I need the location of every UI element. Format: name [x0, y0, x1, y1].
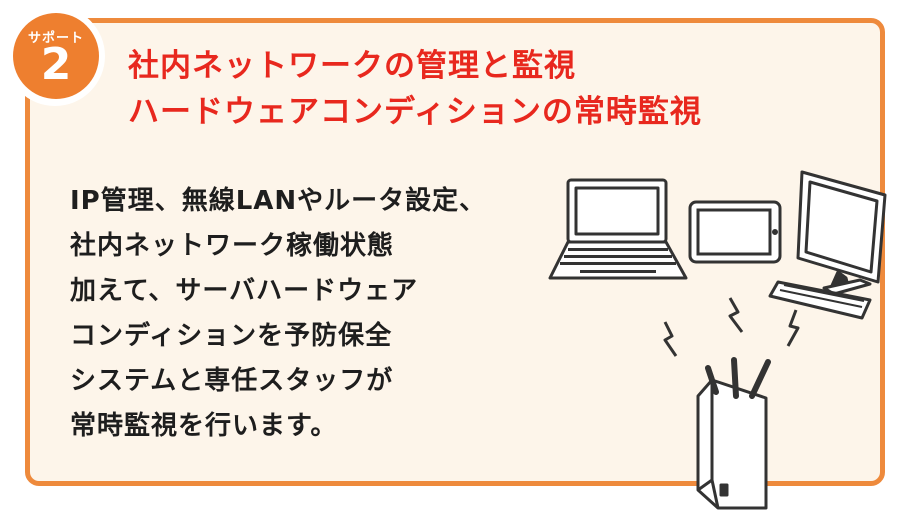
support-badge: サポート 2	[13, 13, 99, 99]
desktop-monitor-icon	[796, 170, 887, 296]
wifi-router-icon	[696, 357, 771, 510]
tablet-icon	[688, 200, 782, 264]
network-illustration	[548, 170, 887, 510]
badge-number: 2	[40, 39, 72, 90]
wireless-signal-icon	[663, 297, 800, 357]
title-line-1: 社内ネットワークの管理と監視	[128, 48, 576, 84]
laptop-icon	[548, 178, 688, 280]
body-line-4: コンディションを予防保全	[70, 321, 393, 351]
body-line-5: システムと専任スタッフが	[70, 366, 394, 396]
body-line-2: 社内ネットワーク稼働状態	[70, 231, 395, 261]
keyboard-icon	[768, 280, 872, 320]
body-line-1: IP管理、無線LANやルータ設定、	[70, 186, 487, 216]
body-line-3: 加えて、サーバハードウェア	[70, 276, 419, 306]
title-line-2: ハードウェアコンディションの常時監視	[128, 94, 702, 130]
badge-label: サポート	[27, 31, 84, 46]
body-line-6: 常時監視を行います。	[70, 411, 338, 441]
